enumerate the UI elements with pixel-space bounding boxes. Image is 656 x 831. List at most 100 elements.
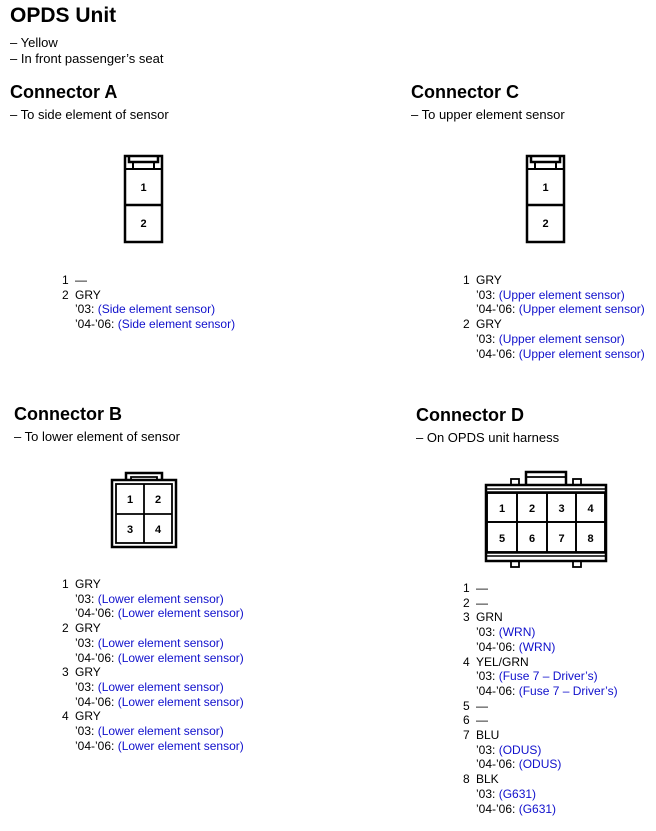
pin-wire-color: BLK — [476, 772, 499, 787]
pin-wire-color: GRY — [75, 709, 101, 724]
pin-circuit-row: ’04-’06: (Upper element sensor) — [463, 302, 645, 317]
circuit-target-link[interactable]: (Side element sensor) — [117, 317, 236, 332]
pin-number: 1 — [463, 273, 470, 287]
pin-circuit-row: ’03: (Lower element sensor) — [62, 592, 244, 607]
circuit-target-link[interactable]: (Upper element sensor) — [498, 331, 625, 346]
pin-circuit-row: ’04-’06: (G631) — [463, 802, 618, 817]
model-year: ’03: — [476, 669, 496, 684]
pin-d-8: 8 BLK’03: (G631)’04-’06: (G631) — [463, 772, 618, 816]
model-year: ’03: — [476, 786, 496, 801]
unit-color: – Yellow — [10, 35, 58, 50]
pin-wire-color: BLU — [476, 728, 500, 743]
pin-d-5: 5— — [463, 699, 618, 714]
pin-d-2: 2— — [463, 596, 618, 611]
circuit-target-link[interactable]: (WRN) — [518, 639, 556, 654]
model-year: ’03: — [476, 625, 496, 640]
pin-circuit-row: ’04-’06: (Lower element sensor) — [62, 739, 244, 754]
connector-d-cavity-6: 6 — [529, 533, 535, 545]
pin-d-4: 4 YEL/GRN’03: (Fuse 7 – Driver’s)’04-’06:… — [463, 655, 618, 699]
connector-d-title: Connector D — [416, 405, 524, 425]
pin-number: 1 — [463, 581, 470, 595]
circuit-target-link[interactable]: (Lower element sensor) — [117, 738, 244, 753]
circuit-target-link[interactable]: (Lower element sensor) — [97, 635, 224, 650]
pin-circuit-row: ’03: (Lower element sensor) — [62, 636, 244, 651]
circuit-target-link[interactable]: (Lower element sensor) — [117, 606, 244, 621]
model-year: ’03: — [75, 679, 95, 694]
connector-b-cavity-1: 1 — [127, 494, 133, 506]
pin-b-4: 4 GRY’03: (Lower element sensor)’04-’06: … — [62, 709, 244, 753]
circuit-target-link[interactable]: (Lower element sensor) — [97, 724, 224, 739]
circuit-target-link[interactable]: (ODUS) — [498, 742, 542, 757]
connector-d-cavity-8: 8 — [587, 533, 593, 545]
pin-circuit-row: ’04-’06: (Upper element sensor) — [463, 347, 645, 362]
pin-circuit-row: ’04-’06: (Lower element sensor) — [62, 695, 244, 710]
pin-wire-color: YEL/GRN — [476, 654, 529, 669]
model-year: ’03: — [75, 591, 95, 606]
pin-number: 7 — [463, 728, 470, 743]
pin-wire-color: — — [75, 273, 87, 287]
unit-location: – In front passenger’s seat — [10, 51, 164, 66]
pin-circuit-row: ’03: (ODUS) — [463, 743, 618, 758]
pin-circuit-row: ’03: (Upper element sensor) — [463, 332, 645, 347]
connector-c-desc: – To upper element sensor — [411, 107, 565, 122]
circuit-target-link[interactable]: (Fuse 7 – Driver’s) — [498, 669, 598, 684]
pin-number: 4 — [62, 709, 69, 724]
circuit-target-link[interactable]: (Lower element sensor) — [97, 591, 224, 606]
circuit-target-link[interactable]: (Lower element sensor) — [97, 679, 224, 694]
circuit-target-link[interactable]: (WRN) — [498, 625, 536, 640]
connector-b-cavity-4: 4 — [155, 524, 162, 536]
pin-circuit-row: ’03: (Side element sensor) — [62, 302, 235, 317]
circuit-target-link[interactable]: (G631) — [498, 786, 537, 801]
model-year: ’04-’06: — [75, 606, 115, 621]
pin-circuit-row: ’03: (WRN) — [463, 625, 618, 640]
circuit-target-link[interactable]: (Upper element sensor) — [498, 287, 625, 302]
circuit-target-link[interactable]: (G631) — [518, 801, 557, 816]
pin-wire-color: GRY — [75, 287, 101, 302]
connector-d-cavity-3: 3 — [558, 503, 564, 515]
circuit-target-link[interactable]: (Upper element sensor) — [518, 346, 645, 361]
connector-c-diagram: 1 2 — [525, 154, 566, 244]
pin-number: 4 — [463, 654, 470, 669]
model-year: ’04-’06: — [476, 683, 516, 698]
circuit-target-link[interactable]: (ODUS) — [518, 757, 562, 772]
pin-wire-color: GRN — [476, 610, 503, 625]
pin-wire-color: — — [476, 595, 488, 610]
connector-a-desc: – To side element of sensor — [10, 107, 169, 122]
connector-d-diagram: 1 2 3 4 5 6 7 8 — [484, 470, 608, 568]
circuit-target-link[interactable]: (Fuse 7 – Driver’s) — [518, 683, 618, 698]
model-year: ’03: — [75, 302, 95, 317]
model-year: ’03: — [476, 742, 496, 757]
pin-circuit-row: ’04-’06: (Side element sensor) — [62, 317, 235, 332]
pin-number: 1 — [62, 577, 69, 591]
model-year: ’04-’06: — [75, 694, 115, 709]
pin-circuit-row: ’04-’06: (ODUS) — [463, 757, 618, 772]
model-year: ’03: — [75, 724, 95, 739]
model-year: ’03: — [476, 331, 496, 346]
pin-circuit-row: ’03: (Lower element sensor) — [62, 680, 244, 695]
pin-number: 8 — [463, 772, 470, 787]
pin-circuit-row: ’04-’06: (Lower element sensor) — [62, 606, 244, 621]
circuit-target-link[interactable]: (Side element sensor) — [97, 302, 216, 317]
circuit-target-link[interactable]: (Lower element sensor) — [117, 650, 244, 665]
pin-d-1: 1— — [463, 581, 618, 596]
connector-d-cavity-2: 2 — [529, 503, 535, 515]
circuit-target-link[interactable]: (Upper element sensor) — [518, 302, 645, 317]
connector-c-cavity-1: 1 — [542, 182, 548, 194]
pin-wire-color: GRY — [476, 317, 502, 332]
pin-number: 1 — [62, 273, 69, 287]
connector-a-title: Connector A — [10, 82, 118, 102]
connector-b-diagram: 1 2 3 4 — [110, 471, 178, 549]
circuit-target-link[interactable]: (Lower element sensor) — [117, 694, 244, 709]
pin-number: 6 — [463, 713, 470, 728]
model-year: ’04-’06: — [476, 757, 516, 772]
pin-circuit-row: ’03: (Fuse 7 – Driver’s) — [463, 669, 618, 684]
